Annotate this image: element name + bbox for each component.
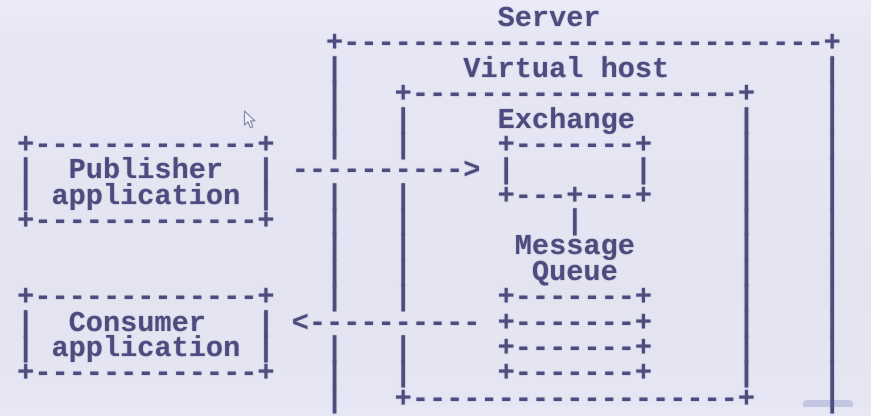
ascii-diagram: Server +----------------------------+ | …	[17, 2, 841, 416]
